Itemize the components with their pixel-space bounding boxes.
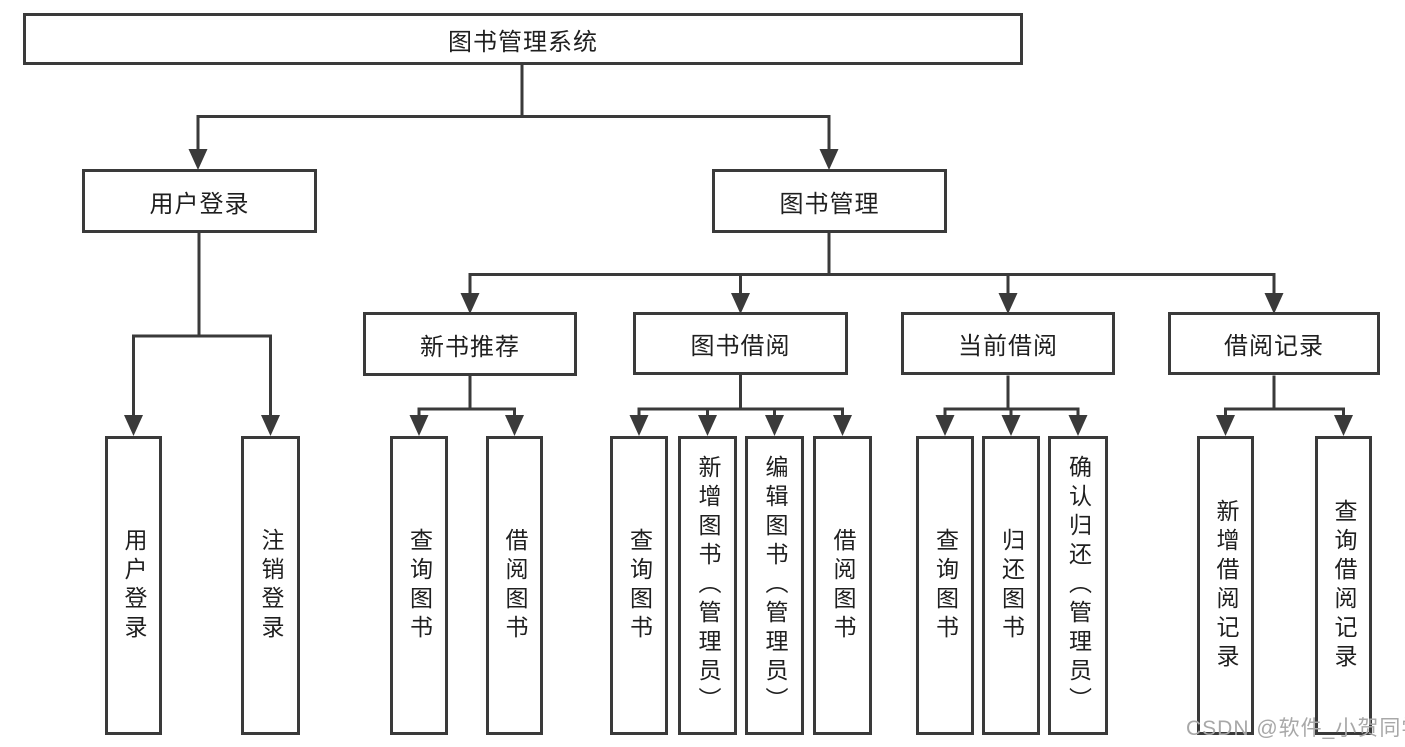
node-label: 图书管理系统: [448, 28, 598, 56]
node-label: 新增借阅记录: [1213, 498, 1239, 673]
node-label: 借阅图书: [502, 527, 528, 644]
leaf-user-login: 用户登录: [105, 436, 162, 735]
leaf-edit-book-admin: 编辑图书（管理员）: [745, 436, 804, 735]
node-user-login: 用户登录: [82, 169, 317, 233]
node-label: 编辑图书（管理员）: [762, 455, 788, 716]
watermark: CSDN @软件_小贺同学: [1186, 717, 1405, 740]
node-label: 查询图书: [626, 527, 653, 644]
leaf-return-book: 归还图书: [982, 436, 1040, 735]
node-book-borrow: 图书借阅: [633, 312, 848, 375]
node-current-borrow: 当前借阅: [901, 312, 1115, 375]
leaf-query-borrow-record: 查询借阅记录: [1315, 436, 1372, 735]
leaf-borrow-books-2: 借阅图书: [813, 436, 872, 735]
node-label: 新书推荐: [420, 333, 520, 361]
leaf-add-borrow-record: 新增借阅记录: [1197, 436, 1254, 735]
node-label: 借阅图书: [830, 527, 856, 644]
node-new-book-recommend: 新书推荐: [363, 312, 577, 376]
node-label: 查询借阅记录: [1331, 498, 1357, 673]
node-label: 查询图书: [406, 527, 433, 644]
leaf-query-books-2: 查询图书: [610, 436, 668, 735]
node-label: 查询图书: [932, 527, 959, 644]
leaf-borrow-books-1: 借阅图书: [486, 436, 543, 735]
node-label: 新增图书（管理员）: [695, 455, 721, 716]
node-label: 借阅记录: [1224, 333, 1324, 360]
leaf-logout: 注销登录: [241, 436, 300, 735]
node-label: 图书管理: [779, 190, 880, 218]
node-book-management: 图书管理: [712, 169, 947, 233]
node-label: 图书借阅: [690, 333, 791, 360]
node-label: 确认归还（管理员）: [1065, 455, 1092, 716]
leaf-add-book-admin: 新增图书（管理员）: [678, 436, 737, 735]
leaf-confirm-return-admin: 确认归还（管理员）: [1048, 436, 1108, 735]
node-label: 当前借阅: [958, 333, 1058, 360]
node-borrow-records: 借阅记录: [1168, 312, 1380, 375]
connector-lines: [132, 65, 1345, 419]
node-label: 归还图书: [998, 527, 1025, 644]
leaf-query-books-1: 查询图书: [390, 436, 448, 735]
node-root: 图书管理系统: [23, 13, 1023, 65]
node-label: 用户登录: [121, 527, 147, 644]
leaf-query-books-3: 查询图书: [916, 436, 974, 735]
node-label: 用户登录: [149, 190, 250, 218]
node-label: 注销登录: [258, 527, 284, 644]
